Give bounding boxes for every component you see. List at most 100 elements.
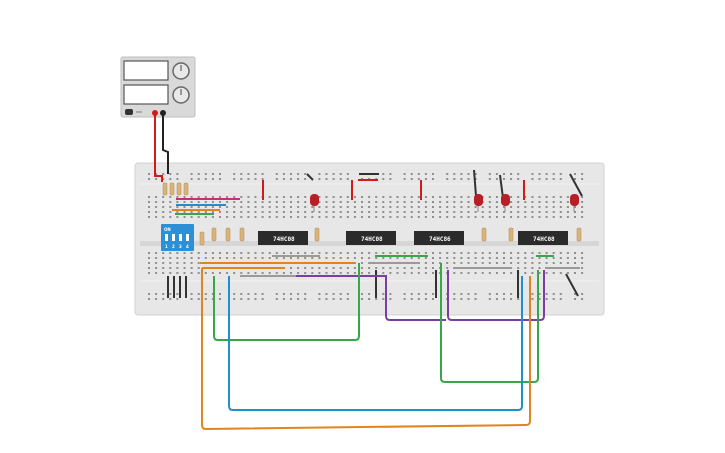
dip-switch[interactable]: ON 1 2 3 4 [161,224,194,251]
breadboard-hole [311,211,314,213]
breadboard-hole [368,298,371,300]
breadboard-hole [424,293,427,295]
breadboard-hole [197,293,200,295]
breadboard-hole [346,267,349,269]
breadboard-hole [424,267,427,269]
breadboard-hole [155,196,158,198]
chip-1[interactable]: 74HC08 [258,231,308,245]
breadboard-hole [211,298,214,300]
breadboard-hole [403,178,406,180]
breadboard-hole [190,272,193,274]
breadboard-hole [389,298,392,300]
breadboard-hole [346,272,349,274]
breadboard-hole [332,196,335,198]
breadboard-hole [432,206,434,208]
breadboard-hole [190,216,193,218]
breadboard-hole [346,206,349,208]
led-1[interactable] [310,194,319,212]
breadboard-hole [375,196,378,198]
breadboard-hole [503,216,505,218]
breadboard-hole [290,216,292,218]
breadboard-hole [403,196,406,198]
breadboard-hole [410,201,413,203]
breadboard-hole [346,173,349,175]
breadboard-hole [581,267,584,269]
breadboard-hole [410,298,413,300]
breadboard-hole [510,252,513,254]
breadboard-hole [240,211,243,213]
breadboard-hole [538,293,541,295]
breadboard-hole [183,257,186,259]
breadboard-hole [304,201,307,203]
breadboard-hole [275,272,278,274]
breadboard-hole [503,298,505,300]
breadboard-hole [155,206,158,208]
breadboard-hole [432,272,434,274]
breadboard-hole [353,267,356,269]
chip-3[interactable]: 74HC86 [414,231,464,245]
breadboard-hole [361,201,363,203]
breadboard-hole [382,293,385,295]
breadboard-hole [169,211,172,213]
breadboard-hole [233,206,236,208]
breadboard-hole [339,272,342,274]
breadboard-hole [282,178,285,180]
breadboard-hole [432,196,434,198]
breadboard-hole [290,293,292,295]
breadboard-hole [524,257,527,259]
breadboard-hole [318,206,321,208]
breadboard-hole [574,257,576,259]
breadboard-hole [325,211,328,213]
breadboard-hole [552,298,555,300]
breadboard-hole [233,201,236,203]
led-3[interactable] [501,194,510,212]
breadboard-hole [311,267,314,269]
breadboard-hole [538,196,541,198]
breadboard-hole [581,201,584,203]
breadboard-hole [325,252,328,254]
breadboard-hole [219,298,221,300]
breadboard-hole [332,257,335,259]
breadboard-hole [290,173,292,175]
breadboard-hole [495,298,498,300]
breadboard-hole [410,216,413,218]
breadboard-hole [460,173,463,175]
breadboard-hole [531,272,534,274]
breadboard-hole [417,272,420,274]
breadboard-hole [148,293,150,295]
breadboard-hole [524,216,527,218]
led-2[interactable] [474,194,483,212]
breadboard-hole [517,211,520,213]
breadboard-hole [396,211,399,213]
breadboard-hole [282,206,285,208]
power-switch[interactable] [125,109,133,115]
breadboard-hole [389,293,392,295]
breadboard-hole [531,178,534,180]
power-supply[interactable] [120,56,196,118]
breadboard-hole [417,201,420,203]
chip-4[interactable]: 74HC08 [518,231,568,245]
breadboard-hole [332,173,335,175]
breadboard-hole [204,293,207,295]
breadboard-hole [297,267,300,269]
led-4[interactable] [570,194,579,212]
breadboard-hole [517,267,520,269]
breadboard-hole [417,173,420,175]
breadboard-hole [197,252,200,254]
breadboard-hole [574,272,576,274]
chip-2[interactable]: 74HC08 [346,231,396,245]
breadboard-hole [410,267,413,269]
breadboard-hole [204,173,207,175]
breadboard-hole [510,201,513,203]
breadboard-hole [162,173,165,175]
breadboard-hole [332,216,335,218]
green-wire-2 [440,263,539,383]
breadboard-hole [446,206,449,208]
breadboard-hole [275,211,278,213]
breadboard-hole [467,293,470,295]
breadboard-hole [275,298,278,300]
breadboard-hole [368,267,371,269]
breadboard-hole [531,173,534,175]
breadboard-hole [297,272,300,274]
